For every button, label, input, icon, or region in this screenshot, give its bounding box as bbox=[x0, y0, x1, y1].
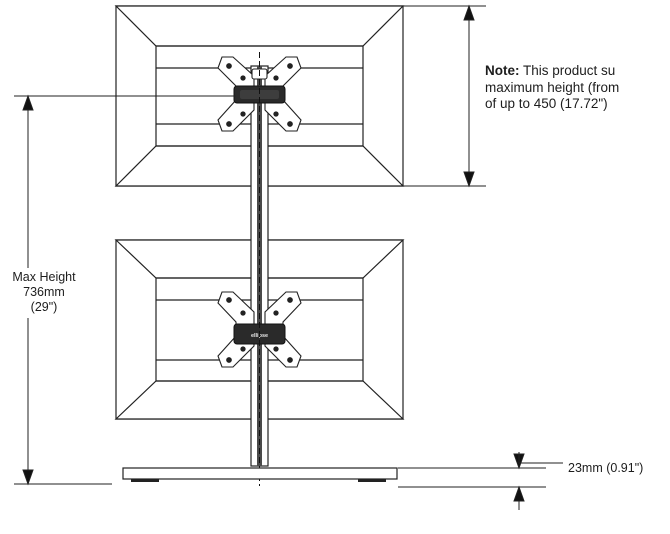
max-height-dimension bbox=[14, 94, 236, 486]
base-thickness-label: 23mm (0.91") bbox=[568, 461, 644, 475]
note-text: Note: This product su maximum height (fr… bbox=[485, 63, 670, 113]
note-line-3: of up to 450 (17.72") bbox=[485, 96, 608, 111]
note-line-1: This product su bbox=[523, 63, 616, 78]
upper-clamp bbox=[233, 85, 286, 104]
upper-monitor-dimension bbox=[403, 4, 486, 188]
max-height-inches: (29") bbox=[30, 300, 58, 314]
base-thickness-dimension bbox=[398, 452, 546, 510]
max-height-title: Max Height bbox=[12, 270, 76, 284]
max-height-label: Max Height 736mm (29") bbox=[6, 270, 82, 315]
note-line-2: maximum height (from bbox=[485, 79, 620, 95]
stand-base bbox=[122, 467, 398, 482]
note-label: Note: bbox=[485, 63, 520, 78]
max-height-mm: 736mm bbox=[23, 285, 65, 299]
base-dimension-leader bbox=[518, 455, 563, 464]
